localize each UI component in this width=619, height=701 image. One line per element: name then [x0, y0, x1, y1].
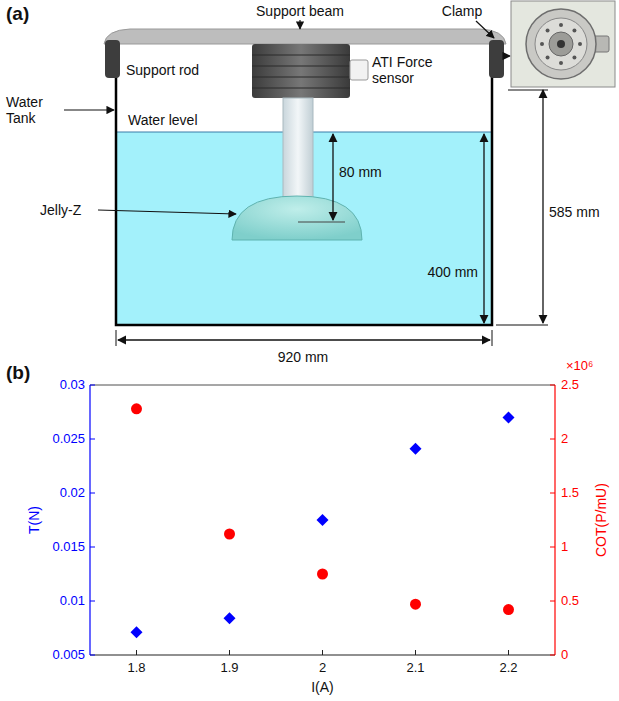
sensor-photo: [511, 1, 615, 87]
tick-label: 2.1: [406, 661, 424, 676]
support-beam: [104, 29, 506, 44]
tick-label: 2.2: [499, 661, 517, 676]
tick-label: 0.01: [60, 594, 85, 609]
water-tank: [116, 62, 492, 325]
part-label: 80 mm: [339, 164, 382, 180]
tick-label: 1: [561, 540, 568, 555]
leader-line: [503, 55, 510, 56]
tick-label: 2: [561, 432, 568, 447]
part-label: 585 mm: [549, 204, 600, 220]
leader-line: [299, 20, 300, 29]
part-label: (b): [6, 362, 30, 384]
leader-line: [98, 210, 236, 214]
jelly-z-robot: [232, 196, 362, 240]
part-label: 400 mm: [427, 264, 478, 280]
tick-label: 2.5: [561, 378, 579, 393]
tick-label: 0.02: [60, 486, 85, 501]
tick-label: 0.5: [561, 594, 579, 609]
cot-points: [131, 403, 514, 615]
dimension-arrow: [542, 90, 543, 323]
part-label: I(A): [311, 679, 334, 695]
tick-label: 0.03: [60, 378, 85, 393]
leader-line: [476, 21, 494, 38]
dimension-arrow: [483, 134, 484, 323]
tick-label: 0.015: [52, 540, 85, 555]
part-label: (a): [6, 3, 29, 25]
tick-label: 0: [561, 648, 568, 663]
part-label: Water level: [128, 112, 198, 128]
tick-label: 1.5: [561, 486, 579, 501]
thrust-points: [131, 411, 515, 638]
tick-label: ×10⁶: [566, 359, 593, 374]
axis-title: COT(P/mU): [593, 483, 609, 557]
center-line: [298, 222, 345, 223]
axis-title: T(N): [26, 506, 42, 534]
dimension-arrow: [332, 134, 333, 220]
dimension-tick: [116, 330, 117, 346]
tick-label: 0.025: [52, 432, 85, 447]
dimension-tick: [508, 90, 548, 91]
part-label: Support beam: [256, 3, 344, 19]
part-label: Clamp: [442, 3, 482, 19]
tick-label: 1.9: [220, 661, 238, 676]
part-label: Water Tank: [6, 94, 56, 126]
chart-axes: [90, 385, 555, 655]
part-label: Jelly-Z: [40, 202, 81, 218]
part-label: Support rod: [126, 62, 199, 78]
tick-label: 2: [319, 661, 326, 676]
part-label: ATI Force sensor: [372, 54, 452, 86]
dimension-arrow: [118, 339, 490, 340]
clamp: [105, 40, 120, 78]
support-rod: [283, 98, 313, 208]
leader-line: [64, 109, 114, 110]
force-sensor: [252, 44, 350, 98]
clamp: [489, 40, 504, 78]
sensor-grooves: [252, 55, 350, 88]
tick-label: 0.005: [52, 648, 85, 663]
dimension-tick: [496, 325, 548, 326]
dimension-tick: [492, 330, 493, 346]
tick-label: 1.8: [127, 661, 145, 676]
sensor-connector: [350, 60, 368, 80]
part-label: 920 mm: [278, 349, 329, 365]
